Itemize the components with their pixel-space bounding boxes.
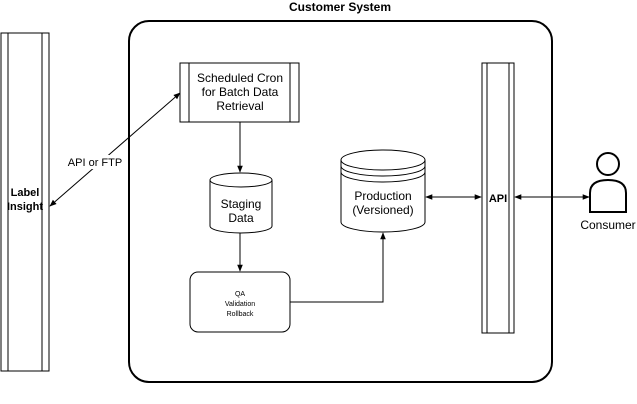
qa-label-line2: Validation [225,301,255,308]
consumer-label: Consumer [580,218,635,232]
edge-label-insight-cron [49,92,181,207]
qa-label-line3: Rollback [227,311,254,318]
api-label: API [489,193,507,205]
label-insight-node[interactable] [0,32,50,372]
container-title: Customer System [289,0,391,14]
label-insight-label-line2: Insight [7,201,43,213]
production-label-line1: Production [354,189,411,203]
edge-label-api-ftp: API or FTP [68,157,122,169]
staging-data-node[interactable] [209,172,273,234]
scheduled-cron-label-line1: Scheduled Cron [197,71,283,85]
production-label-line2: (Versioned) [352,203,413,217]
production-node[interactable] [340,149,426,233]
qa-label-line1: QA [235,291,245,298]
person-icon [589,152,627,213]
staging-data-label-line2: Data [228,211,254,225]
edge-label-bg [66,155,124,169]
staging-data-label-line1: Staging [221,197,262,211]
scheduled-cron-label-line2: for Batch Data [202,85,279,99]
edge-qa-production [290,232,386,303]
api-node[interactable] [481,62,515,334]
scheduled-cron-label-line3: Retrieval [216,99,263,113]
label-insight-label-line1: Label [11,187,40,199]
